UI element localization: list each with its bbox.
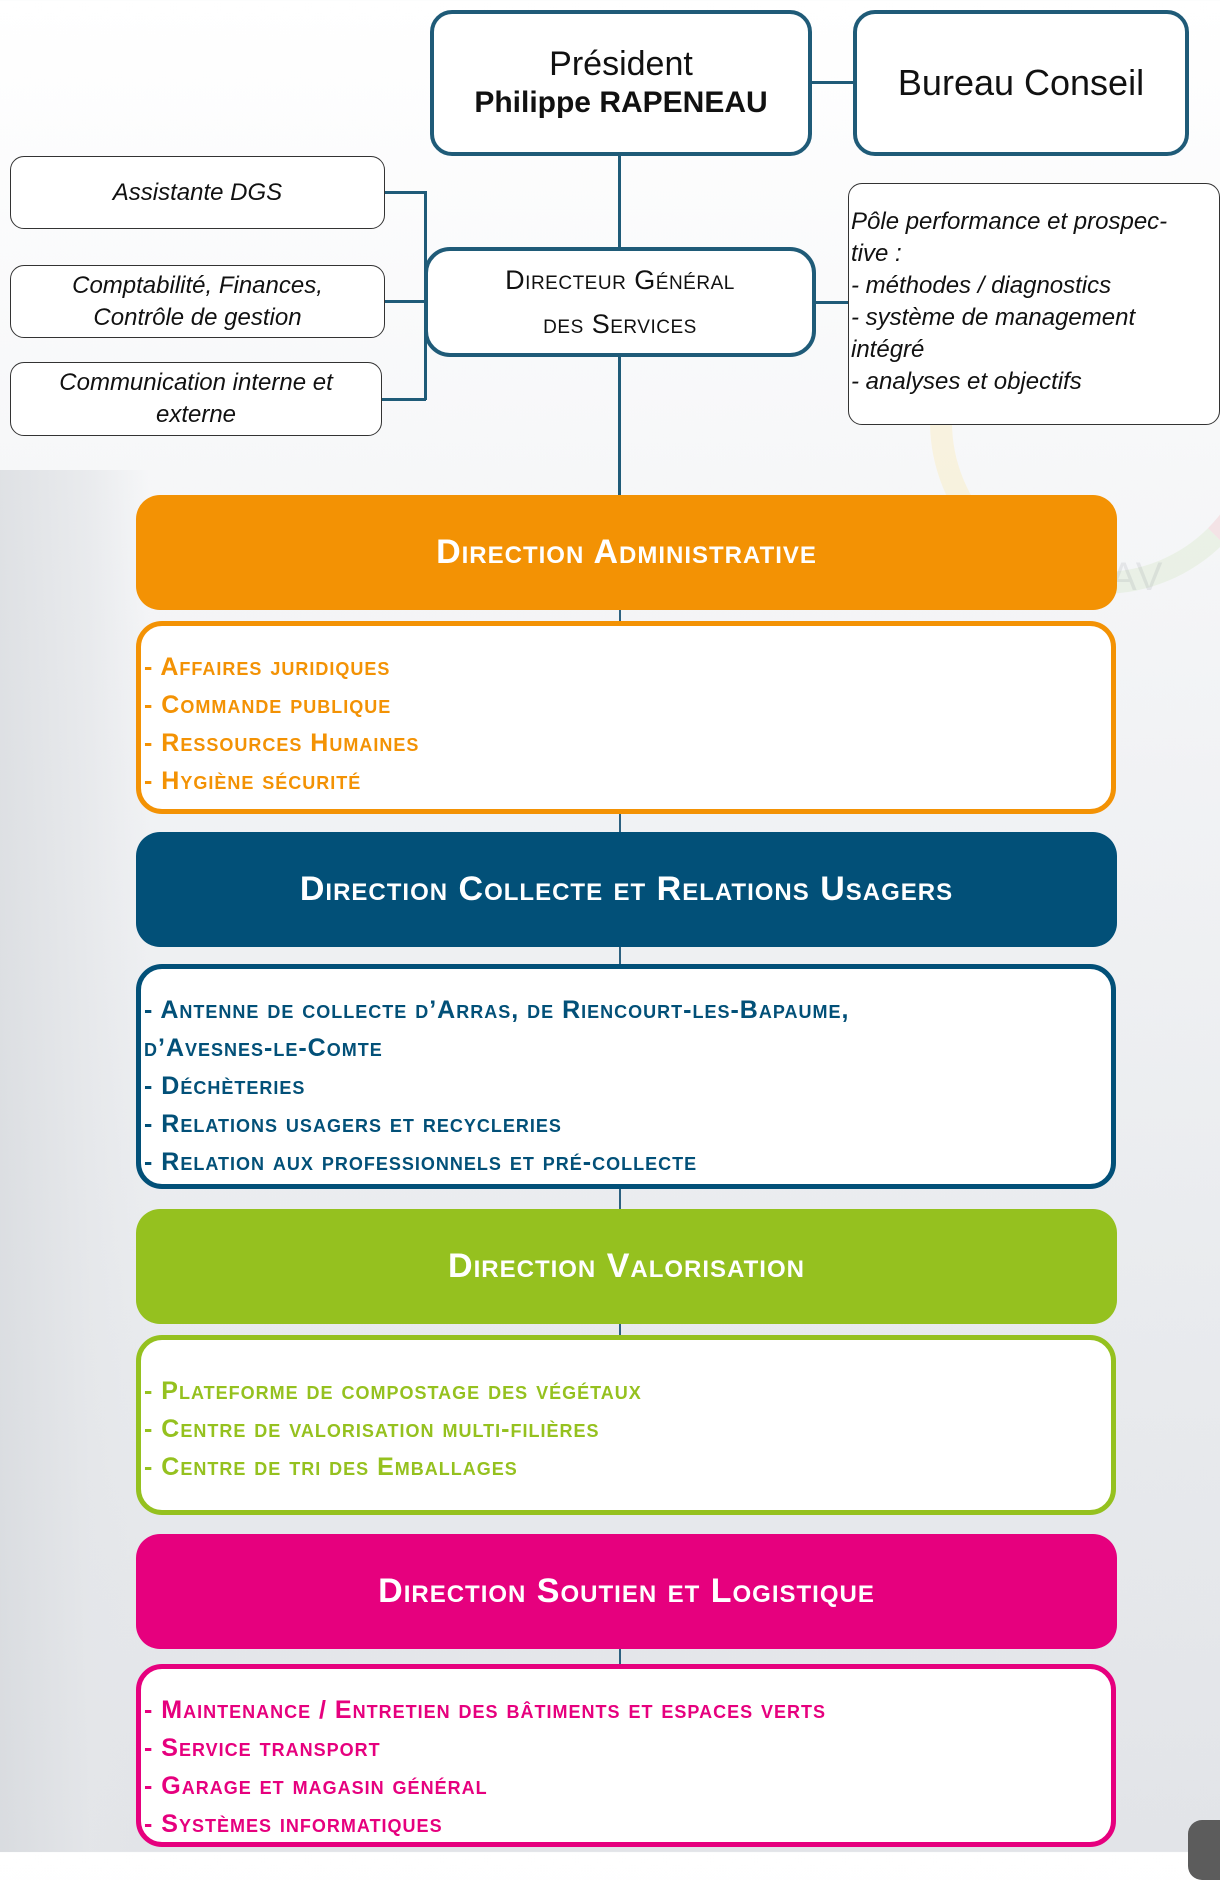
connector-communication (382, 398, 426, 401)
direction-valorisation-list: - Plateforme de compostage des végétaux … (136, 1335, 1116, 1515)
list-item: - Affaires juridiques (144, 653, 391, 681)
background-building (0, 470, 150, 1852)
list-item: - Hygiène sécurité (144, 767, 362, 795)
comptabilite-box: Comptabilité, Finances, Contrôle de gest… (10, 265, 385, 338)
dgs-line2: des Services (543, 309, 697, 339)
list-item: - Ressources Humaines (144, 729, 420, 757)
pole-line: - méthodes / diagnostics (851, 272, 1112, 299)
list-item: - Service transport (144, 1734, 381, 1762)
bureau-conseil-label: Bureau Conseil (897, 62, 1145, 103)
list-item: - Commande publique (144, 691, 392, 719)
list-item: - Centre de tri des Emballages (144, 1453, 518, 1481)
direction-collecte-header: Direction Collecte et Relations Usagers (136, 832, 1117, 947)
direction-valorisation-header: Direction Valorisation (136, 1209, 1117, 1324)
list-item: - Relations usagers et recycleries (144, 1110, 562, 1138)
corner-decoration (1188, 1820, 1220, 1880)
list-item: - Déchèteries (144, 1072, 306, 1100)
connector-dgs-directions (618, 357, 621, 495)
direction-soutien-list: - Maintenance / Entretien des bâtiments … (136, 1664, 1116, 1847)
direction-soutien-title: Direction Soutien et Logistique (378, 1572, 875, 1610)
assistante-dgs-label: Assistante DGS (112, 178, 283, 206)
bureau-conseil-box: Bureau Conseil (853, 10, 1189, 156)
pole-line: tive : (851, 240, 902, 267)
pole-line: - analyses et objectifs (851, 368, 1082, 395)
list-item: - Antenne de collecte d’Arras, de Rienco… (144, 996, 850, 1024)
connector-president-dgs (618, 156, 621, 247)
direction-collecte-title: Direction Collecte et Relations Usagers (299, 870, 954, 908)
communication-line2: externe (155, 401, 237, 428)
list-item: - Centre de valorisation multi-filières (144, 1415, 600, 1443)
direction-administrative-header: Direction Administrative (136, 495, 1117, 610)
list-item: d’Avesnes-le-Comte (144, 1034, 383, 1062)
list-item: - Relation aux professionnels et pré-col… (144, 1148, 698, 1176)
background-watermark: AV (1110, 555, 1165, 599)
list-item: - Maintenance / Entretien des bâtiments … (144, 1696, 827, 1724)
connector-dir4 (619, 1640, 621, 1665)
comptabilite-line2: Contrôle de gestion (93, 303, 302, 331)
assistante-dgs-box: Assistante DGS (10, 156, 385, 229)
communication-box: Communication interne et externe (10, 362, 382, 436)
direction-valorisation-title: Direction Valorisation (448, 1247, 805, 1285)
president-name: Philippe RAPENEAU (474, 86, 768, 119)
list-item: - Systèmes informatiques (144, 1810, 443, 1838)
connector-dgs-pole (816, 301, 848, 304)
dgs-box: Directeur Général des Services (424, 247, 816, 357)
connector-compta (385, 300, 426, 303)
direction-soutien-header: Direction Soutien et Logistique (136, 1534, 1117, 1649)
comptabilite-line1: Comptabilité, Finances, (72, 271, 323, 299)
communication-line1: Communication interne et (59, 369, 333, 396)
pole-line: Pôle performance et prospec- (851, 208, 1168, 235)
president-box: Président Philippe RAPENEAU (430, 10, 812, 156)
president-title: Président (549, 45, 693, 83)
connector-assistante (385, 191, 426, 194)
direction-administrative-title: Direction Administrative (436, 533, 817, 571)
list-item: - Plateforme de compostage des végétaux (144, 1377, 642, 1405)
dgs-line1: Directeur Général (505, 265, 735, 295)
list-item: - Garage et magasin général (144, 1772, 488, 1800)
pole-performance-box: Pôle performance et prospec- tive : - mé… (848, 183, 1220, 425)
pole-line: intégré (851, 336, 925, 363)
direction-administrative-list: - Affaires juridiques - Commande publiqu… (136, 621, 1116, 814)
direction-collecte-list: - Antenne de collecte d’Arras, de Rienco… (136, 964, 1116, 1189)
connector-president-bureau (812, 81, 853, 84)
pole-line: - système de management (851, 304, 1136, 331)
